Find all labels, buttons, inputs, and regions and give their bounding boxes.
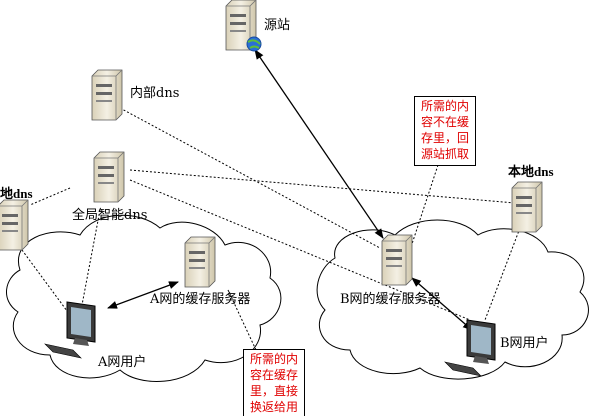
cache-b-label: B网的缓存服务器 xyxy=(340,292,441,307)
note-line: 换返给用 xyxy=(249,400,298,414)
note-fetch-from-origin: 所需的内 容不在缓 存里，回 源站抓取 xyxy=(414,96,476,166)
note-line: 容不在缓 xyxy=(420,115,469,129)
user-b-label: B网用户 xyxy=(500,336,549,351)
local-dns-left-label: 地dns xyxy=(0,186,33,201)
global-dns-server-icon xyxy=(93,151,125,203)
link-local-dns-right-user-b xyxy=(484,227,521,321)
user-b-computer-icon xyxy=(444,319,496,377)
cache-a-server-icon xyxy=(184,236,216,288)
internal-dns-label: 内部dns xyxy=(130,86,180,101)
arrow-user-a-cache-a xyxy=(107,281,179,309)
note-line: 里，直接 xyxy=(249,384,298,398)
note-line: 容在缓存 xyxy=(249,368,298,382)
note-return-from-cache: 所需的内 容在缓存 里，直接 换返给用 xyxy=(243,349,305,416)
note-line: 所需的内 xyxy=(249,352,298,366)
user-a-computer-icon xyxy=(44,301,96,359)
local-dns-left-server-icon xyxy=(0,199,29,251)
link-local-dns-user-a xyxy=(21,249,71,316)
note-line: 存里，回 xyxy=(420,131,469,145)
note-line: 源站抓取 xyxy=(420,147,469,161)
global-dns-label: 全局智能dns xyxy=(72,208,148,223)
link-note-cache-b xyxy=(409,164,439,251)
internal-dns-server-icon xyxy=(91,69,123,121)
link-note-cache-a xyxy=(227,289,271,381)
origin-server-icon xyxy=(225,0,262,52)
arrow-origin-cache-b xyxy=(254,49,384,239)
note-line: 所需的内 xyxy=(420,99,469,113)
link-global-dns-local-dns-left xyxy=(29,187,71,206)
link-global-dns-user-b xyxy=(129,179,471,321)
link-global-dns-local-dns-right xyxy=(129,169,516,204)
link-global-dns-user-a xyxy=(81,209,101,306)
arrow-cache-b-user-b xyxy=(411,277,473,331)
cache-b-server-icon xyxy=(381,234,413,286)
cache-a-label: A网的缓存服务器 xyxy=(150,292,251,307)
user-a-label: A网用户 xyxy=(98,355,147,370)
local-dns-right-label: 本地dns xyxy=(508,164,554,179)
origin-label: 源站 xyxy=(264,18,291,33)
local-dns-right-server-icon xyxy=(511,181,543,233)
link-internal-dns-cache-b xyxy=(119,107,381,249)
